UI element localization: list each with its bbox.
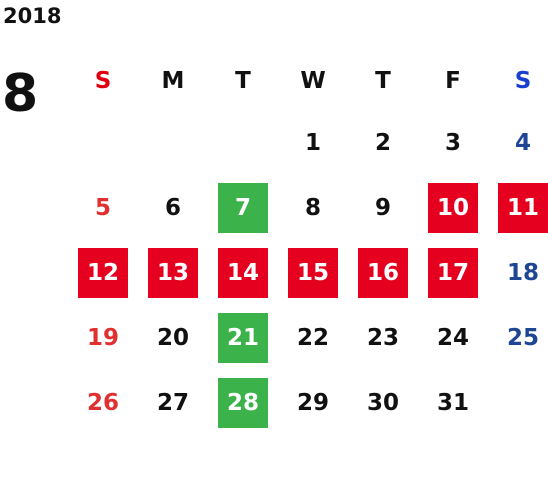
week-row: 19 20 21 22 23 24 25 <box>68 305 548 370</box>
day-number: 4 <box>514 129 531 156</box>
year-label: 2018 <box>3 4 62 28</box>
day-cell: 20 <box>138 305 208 370</box>
day-number: 19 <box>86 324 119 351</box>
day-cell: 23 <box>348 305 418 370</box>
day-cell: 25 <box>488 305 548 370</box>
day-number-holiday: 17 <box>428 247 478 298</box>
weekday-header: S M T W T F S <box>68 52 548 110</box>
day-number-event: 7 <box>218 182 268 233</box>
day-cell: 13 <box>138 240 208 305</box>
day-number: 1 <box>304 129 321 156</box>
day-number: 9 <box>374 194 391 221</box>
day-cell: 12 <box>68 240 138 305</box>
week-row: 5 6 7 8 9 10 11 <box>68 175 548 240</box>
day-number: 18 <box>506 259 539 286</box>
day-cell <box>138 110 208 175</box>
day-number-holiday: 16 <box>358 247 408 298</box>
day-cell: 14 <box>208 240 278 305</box>
week-row: 12 13 14 15 16 17 18 <box>68 240 548 305</box>
day-cell: 7 <box>208 175 278 240</box>
day-cell: 26 <box>68 370 138 435</box>
day-number: 23 <box>366 324 399 351</box>
day-cell: 28 <box>208 370 278 435</box>
day-cell: 21 <box>208 305 278 370</box>
day-cell: 9 <box>348 175 418 240</box>
day-cell: 24 <box>418 305 488 370</box>
day-cell: 16 <box>348 240 418 305</box>
weekday-tuesday: T <box>235 68 251 94</box>
day-cell: 1 <box>278 110 348 175</box>
day-cell: 4 <box>488 110 548 175</box>
day-number: 3 <box>444 129 461 156</box>
month-label: 8 <box>2 64 39 124</box>
day-number: 29 <box>296 389 329 416</box>
day-number: 22 <box>296 324 329 351</box>
day-number-holiday: 13 <box>148 247 198 298</box>
day-cell <box>488 370 548 435</box>
day-number-holiday: 11 <box>498 182 548 233</box>
day-cell: 22 <box>278 305 348 370</box>
weekday-monday: M <box>161 68 185 94</box>
day-cell: 5 <box>68 175 138 240</box>
weekday-sunday: S <box>94 68 112 94</box>
weekday-friday: F <box>445 68 461 94</box>
day-number: 27 <box>156 389 189 416</box>
day-number: 8 <box>304 194 321 221</box>
day-cell: 8 <box>278 175 348 240</box>
day-cell: 19 <box>68 305 138 370</box>
day-cell: 27 <box>138 370 208 435</box>
day-cell: 2 <box>348 110 418 175</box>
day-cell: 3 <box>418 110 488 175</box>
day-cell: 11 <box>488 175 548 240</box>
day-number: 31 <box>436 389 469 416</box>
day-cell: 29 <box>278 370 348 435</box>
day-cell: 17 <box>418 240 488 305</box>
day-number-event: 28 <box>218 377 268 428</box>
day-number-holiday: 14 <box>218 247 268 298</box>
day-number: 20 <box>156 324 189 351</box>
day-number: 2 <box>374 129 391 156</box>
day-number: 6 <box>164 194 181 221</box>
day-cell: 31 <box>418 370 488 435</box>
day-cell: 15 <box>278 240 348 305</box>
day-number: 30 <box>366 389 399 416</box>
day-cell <box>208 110 278 175</box>
week-row: 1 2 3 4 <box>68 110 548 175</box>
weekday-thursday: T <box>375 68 391 94</box>
day-number: 5 <box>94 194 111 221</box>
day-number: 26 <box>86 389 119 416</box>
week-row: 26 27 28 29 30 31 <box>68 370 548 435</box>
day-cell: 30 <box>348 370 418 435</box>
weekday-wednesday: W <box>300 68 326 94</box>
day-cell: 6 <box>138 175 208 240</box>
weekday-saturday: S <box>514 68 532 94</box>
day-number-holiday: 10 <box>428 182 478 233</box>
day-number-event: 21 <box>218 312 268 363</box>
day-number: 24 <box>436 324 469 351</box>
day-cell <box>68 110 138 175</box>
day-number: 25 <box>506 324 539 351</box>
day-number-holiday: 12 <box>78 247 128 298</box>
day-number-holiday: 15 <box>288 247 338 298</box>
day-cell: 18 <box>488 240 548 305</box>
day-cell: 10 <box>418 175 488 240</box>
